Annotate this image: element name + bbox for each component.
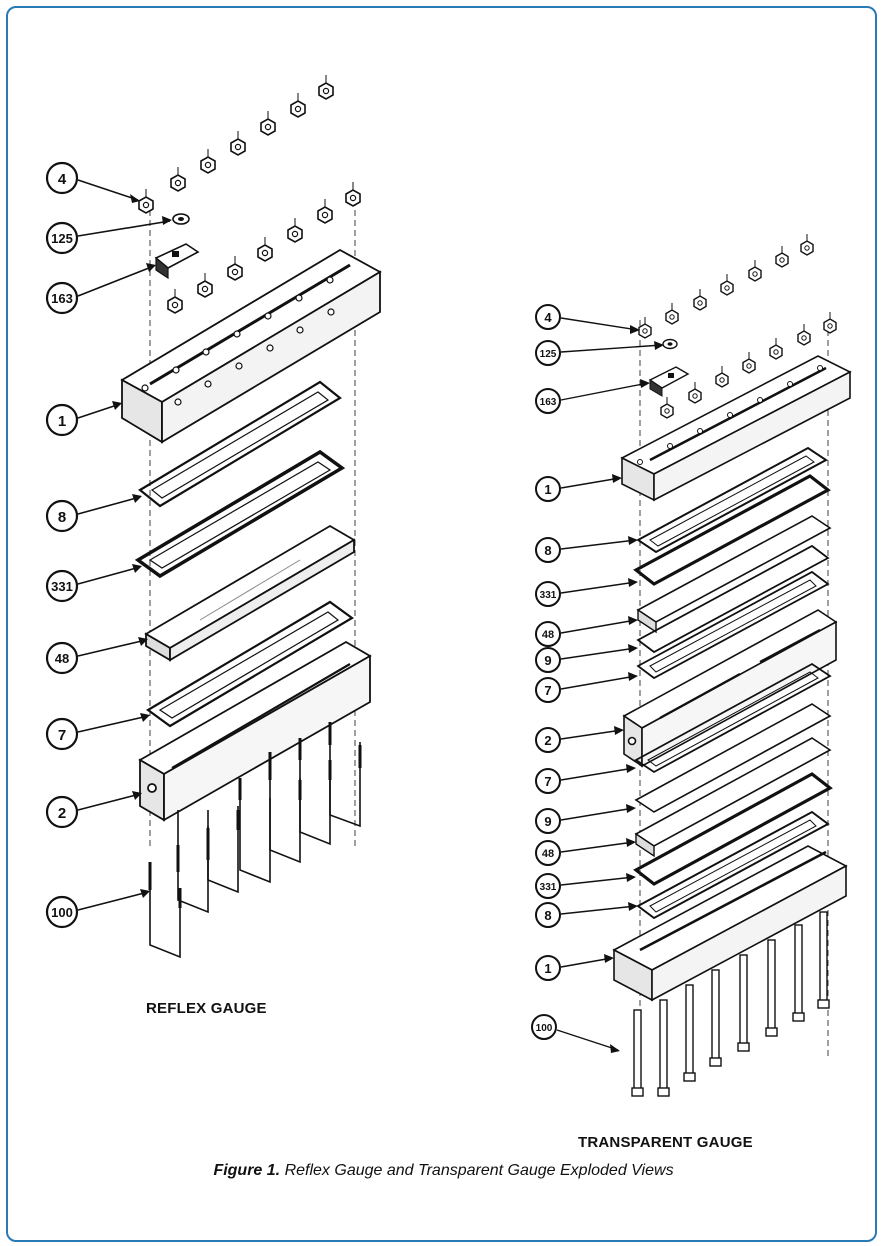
- reflex-cover: [120, 248, 382, 444]
- callout-label: 2: [58, 805, 66, 822]
- callout-label: 8: [544, 908, 551, 923]
- callout-label: 48: [542, 848, 554, 860]
- reflex-body: [138, 640, 372, 822]
- callout-transparent-9-top: 9: [535, 644, 638, 673]
- callout-reflex-7: 7: [45, 713, 150, 751]
- transparent-cushion-331-upper: [633, 474, 831, 586]
- callout-label: 48: [55, 651, 69, 666]
- callout-transparent-1-bottom: 1: [535, 954, 614, 981]
- callout-reflex-48: 48: [45, 637, 148, 675]
- callout-reflex-2: 2: [45, 791, 142, 829]
- callout-transparent-1-top: 1: [535, 474, 622, 502]
- transparent-lower-stack: [633, 662, 833, 920]
- callout-label: 4: [544, 310, 552, 325]
- callout-transparent-125: 125: [535, 340, 664, 366]
- transparent-upper-stack: [633, 446, 832, 680]
- callout-transparent-9-bottom: 9: [535, 804, 636, 834]
- reflex-cushion: [134, 449, 346, 579]
- callout-label: 331: [540, 590, 557, 601]
- callout-label: 8: [58, 509, 66, 526]
- transparent-gasket-7-lower: [634, 662, 832, 774]
- callout-transparent-331-top: 331: [535, 578, 638, 607]
- callout-label: 331: [540, 882, 557, 893]
- figure-caption: Figure 1. Reflex Gauge and Transparent G…: [0, 1162, 887, 1180]
- callout-reflex-8: 8: [45, 494, 142, 533]
- callout-label: 1: [544, 961, 551, 976]
- callout-label: 1: [544, 482, 551, 497]
- figure-number: Figure 1.: [213, 1162, 281, 1179]
- callout-reflex-4: 4: [45, 161, 140, 203]
- callout-label: 2: [544, 733, 551, 748]
- callout-transparent-100: 100: [531, 1014, 620, 1053]
- transparent-gauge-title: TRANSPARENT GAUGE: [578, 1134, 753, 1151]
- reflex-callouts: 4 125 163 1: [45, 161, 172, 929]
- transparent-callouts: 4 125 163 1: [531, 304, 664, 1053]
- callout-transparent-7-top: 7: [535, 672, 638, 703]
- transparent-bottom-cover: [612, 845, 848, 1002]
- callout-label: 9: [544, 814, 551, 829]
- callout-label: 7: [58, 727, 66, 744]
- callout-label: 1: [58, 413, 66, 430]
- reflex-gasket: [138, 380, 342, 508]
- transparent-top-cover: [620, 355, 852, 502]
- transparent-gasket-8-lower: [636, 810, 830, 920]
- transparent-gasket-9-upper: [636, 544, 830, 654]
- callout-transparent-48-bottom: 48: [535, 838, 636, 866]
- transparent-gasket-9-lower: [634, 703, 832, 813]
- figure-caption-text: Reflex Gauge and Transparent Gauge Explo…: [284, 1162, 674, 1179]
- callout-reflex-331: 331: [45, 564, 142, 603]
- reflex-clamp: [154, 243, 200, 280]
- reflex-glass: [144, 524, 356, 662]
- callout-label: 163: [540, 397, 557, 408]
- transparent-cushion-331-lower: [633, 772, 833, 886]
- reflex-gasket-lower: [146, 600, 354, 728]
- figure-frame: [6, 6, 877, 1242]
- callout-label: 9: [544, 653, 551, 668]
- callout-label: 8: [544, 543, 551, 558]
- callout-label: 331: [51, 579, 73, 594]
- transparent-clamp: [648, 366, 690, 397]
- transparent-gasket-8-upper: [636, 446, 828, 554]
- transparent-bolts: [631, 911, 830, 1097]
- callout-transparent-4: 4: [535, 304, 640, 334]
- callout-reflex-163: 163: [45, 263, 156, 315]
- callout-label: 100: [536, 1023, 553, 1034]
- callout-transparent-8-top: 8: [535, 536, 638, 563]
- callout-transparent-163: 163: [535, 379, 650, 414]
- callout-reflex-100: 100: [45, 889, 150, 929]
- callout-label: 125: [51, 231, 73, 246]
- callout-transparent-331-bottom: 331: [535, 873, 636, 899]
- callout-reflex-125: 125: [45, 216, 172, 255]
- reflex-u-bolts: [148, 722, 362, 959]
- callout-transparent-7-bottom: 7: [535, 764, 636, 794]
- callout-label: 125: [540, 349, 557, 360]
- callout-label: 163: [51, 291, 73, 306]
- callout-label: 7: [544, 683, 551, 698]
- callout-transparent-48-top: 48: [535, 616, 638, 647]
- callout-label: 4: [58, 171, 67, 188]
- transparent-gasket-7-upper: [636, 570, 830, 680]
- reflex-gauge-assembly: 4 125 163 1: [45, 74, 382, 959]
- callout-label: 7: [544, 774, 551, 789]
- callout-label: 48: [542, 629, 554, 641]
- transparent-nuts-upper: [638, 233, 814, 339]
- callout-transparent-8-bottom: 8: [535, 902, 638, 928]
- callout-reflex-1: 1: [45, 401, 122, 437]
- transparent-gauge-assembly: 4 125 163 1: [531, 233, 852, 1097]
- reflex-gauge-title: REFLEX GAUGE: [146, 1000, 267, 1017]
- transparent-glass-48-upper: [636, 515, 832, 623]
- callout-transparent-2: 2: [535, 726, 624, 753]
- callout-label: 100: [51, 905, 73, 920]
- reflex-nuts-upper: [138, 74, 334, 214]
